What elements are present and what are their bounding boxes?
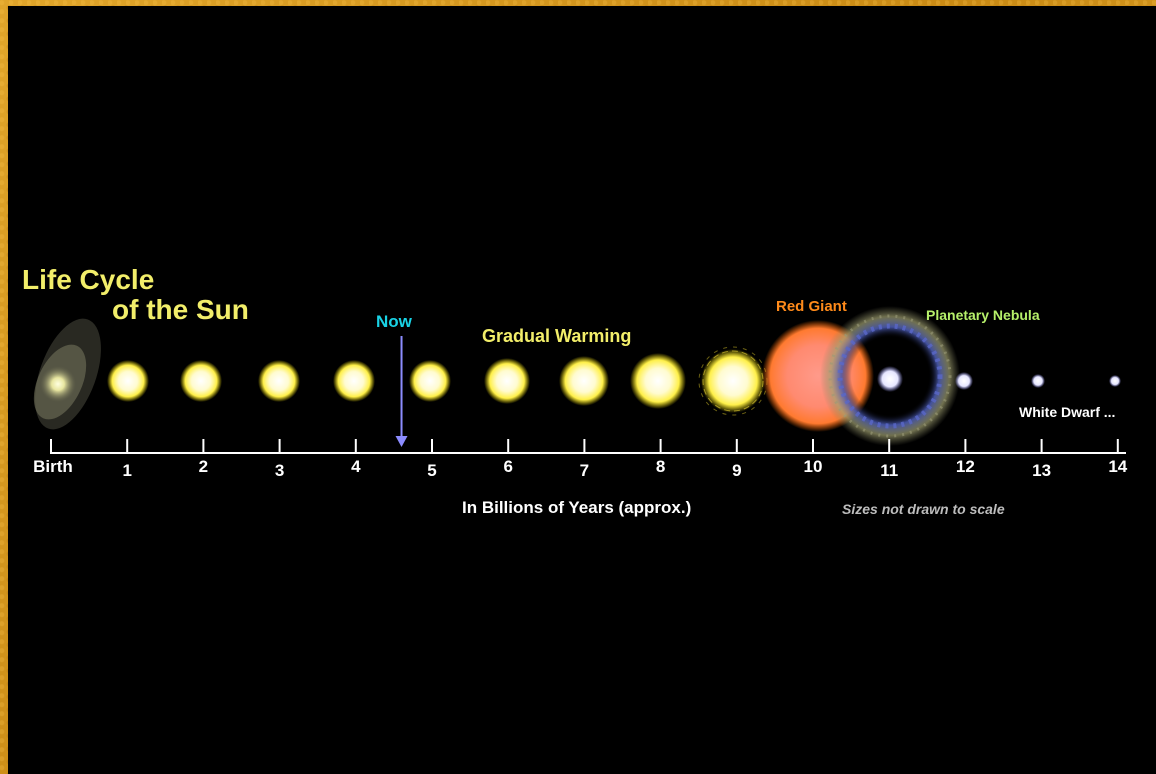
title-line-1: Life Cycle xyxy=(22,264,155,295)
axis-tick-label: 7 xyxy=(579,461,590,480)
axis-tick-label: 8 xyxy=(655,457,666,476)
birth-nebula xyxy=(33,318,101,430)
title-line-2: of the Sun xyxy=(112,294,249,325)
sun-stage-1 xyxy=(107,360,149,402)
axis-tick-label: Birth xyxy=(33,457,73,476)
axis-tick-label: 4 xyxy=(351,457,361,476)
axis-tick-label: 11 xyxy=(880,461,899,480)
axis-tick-label: 2 xyxy=(198,457,209,476)
sun-stage-7 xyxy=(559,356,609,406)
axis-tick-label: 12 xyxy=(955,457,975,476)
sun-stage-9 xyxy=(698,346,768,416)
sun-stage-2 xyxy=(180,360,222,402)
sun-stage-6 xyxy=(484,358,530,404)
sun-stage-4 xyxy=(333,360,375,402)
axis-tick-label: 1 xyxy=(122,461,132,480)
white-dwarf-14 xyxy=(1109,375,1121,387)
axis-tick-label: 3 xyxy=(274,461,285,480)
axis-tick-label: 9 xyxy=(732,461,742,480)
axis-tick-label: 5 xyxy=(427,461,437,480)
sun-stage-3 xyxy=(258,360,300,402)
gradual-warming-label: Gradual Warming xyxy=(482,326,632,346)
red-giant-label: Red Giant xyxy=(776,298,847,315)
diagram-graphics xyxy=(33,306,1126,454)
now-arrow xyxy=(395,336,408,447)
white-dwarf-label: White Dwarf ... xyxy=(1019,404,1116,420)
white-dwarf-12 xyxy=(955,372,973,390)
scale-note: Sizes not drawn to scale xyxy=(842,501,1005,517)
diagram-panel: Life Cycle of the Sun Now Gradual Warmin… xyxy=(8,6,1156,774)
axis-tick-label: 10 xyxy=(803,457,823,476)
sun-stage-5 xyxy=(409,360,451,402)
planetary-nebula xyxy=(820,306,960,446)
axis-tick-label: 13 xyxy=(1032,461,1052,480)
axis-tick-label: 6 xyxy=(503,457,513,476)
axis-tick-marks xyxy=(50,439,1119,453)
timeline-axis xyxy=(50,439,1126,454)
white-dwarfs xyxy=(955,372,1121,390)
planetary-nebula-label: Planetary Nebula xyxy=(926,307,1040,323)
now-label: Now xyxy=(376,312,412,331)
white-dwarf-13 xyxy=(1031,374,1045,388)
sun-stage-8 xyxy=(630,353,686,409)
axis-caption: In Billions of Years (approx.) xyxy=(462,498,692,517)
axis-tick-label: 14 xyxy=(1108,457,1128,476)
sun-stages xyxy=(107,353,686,409)
